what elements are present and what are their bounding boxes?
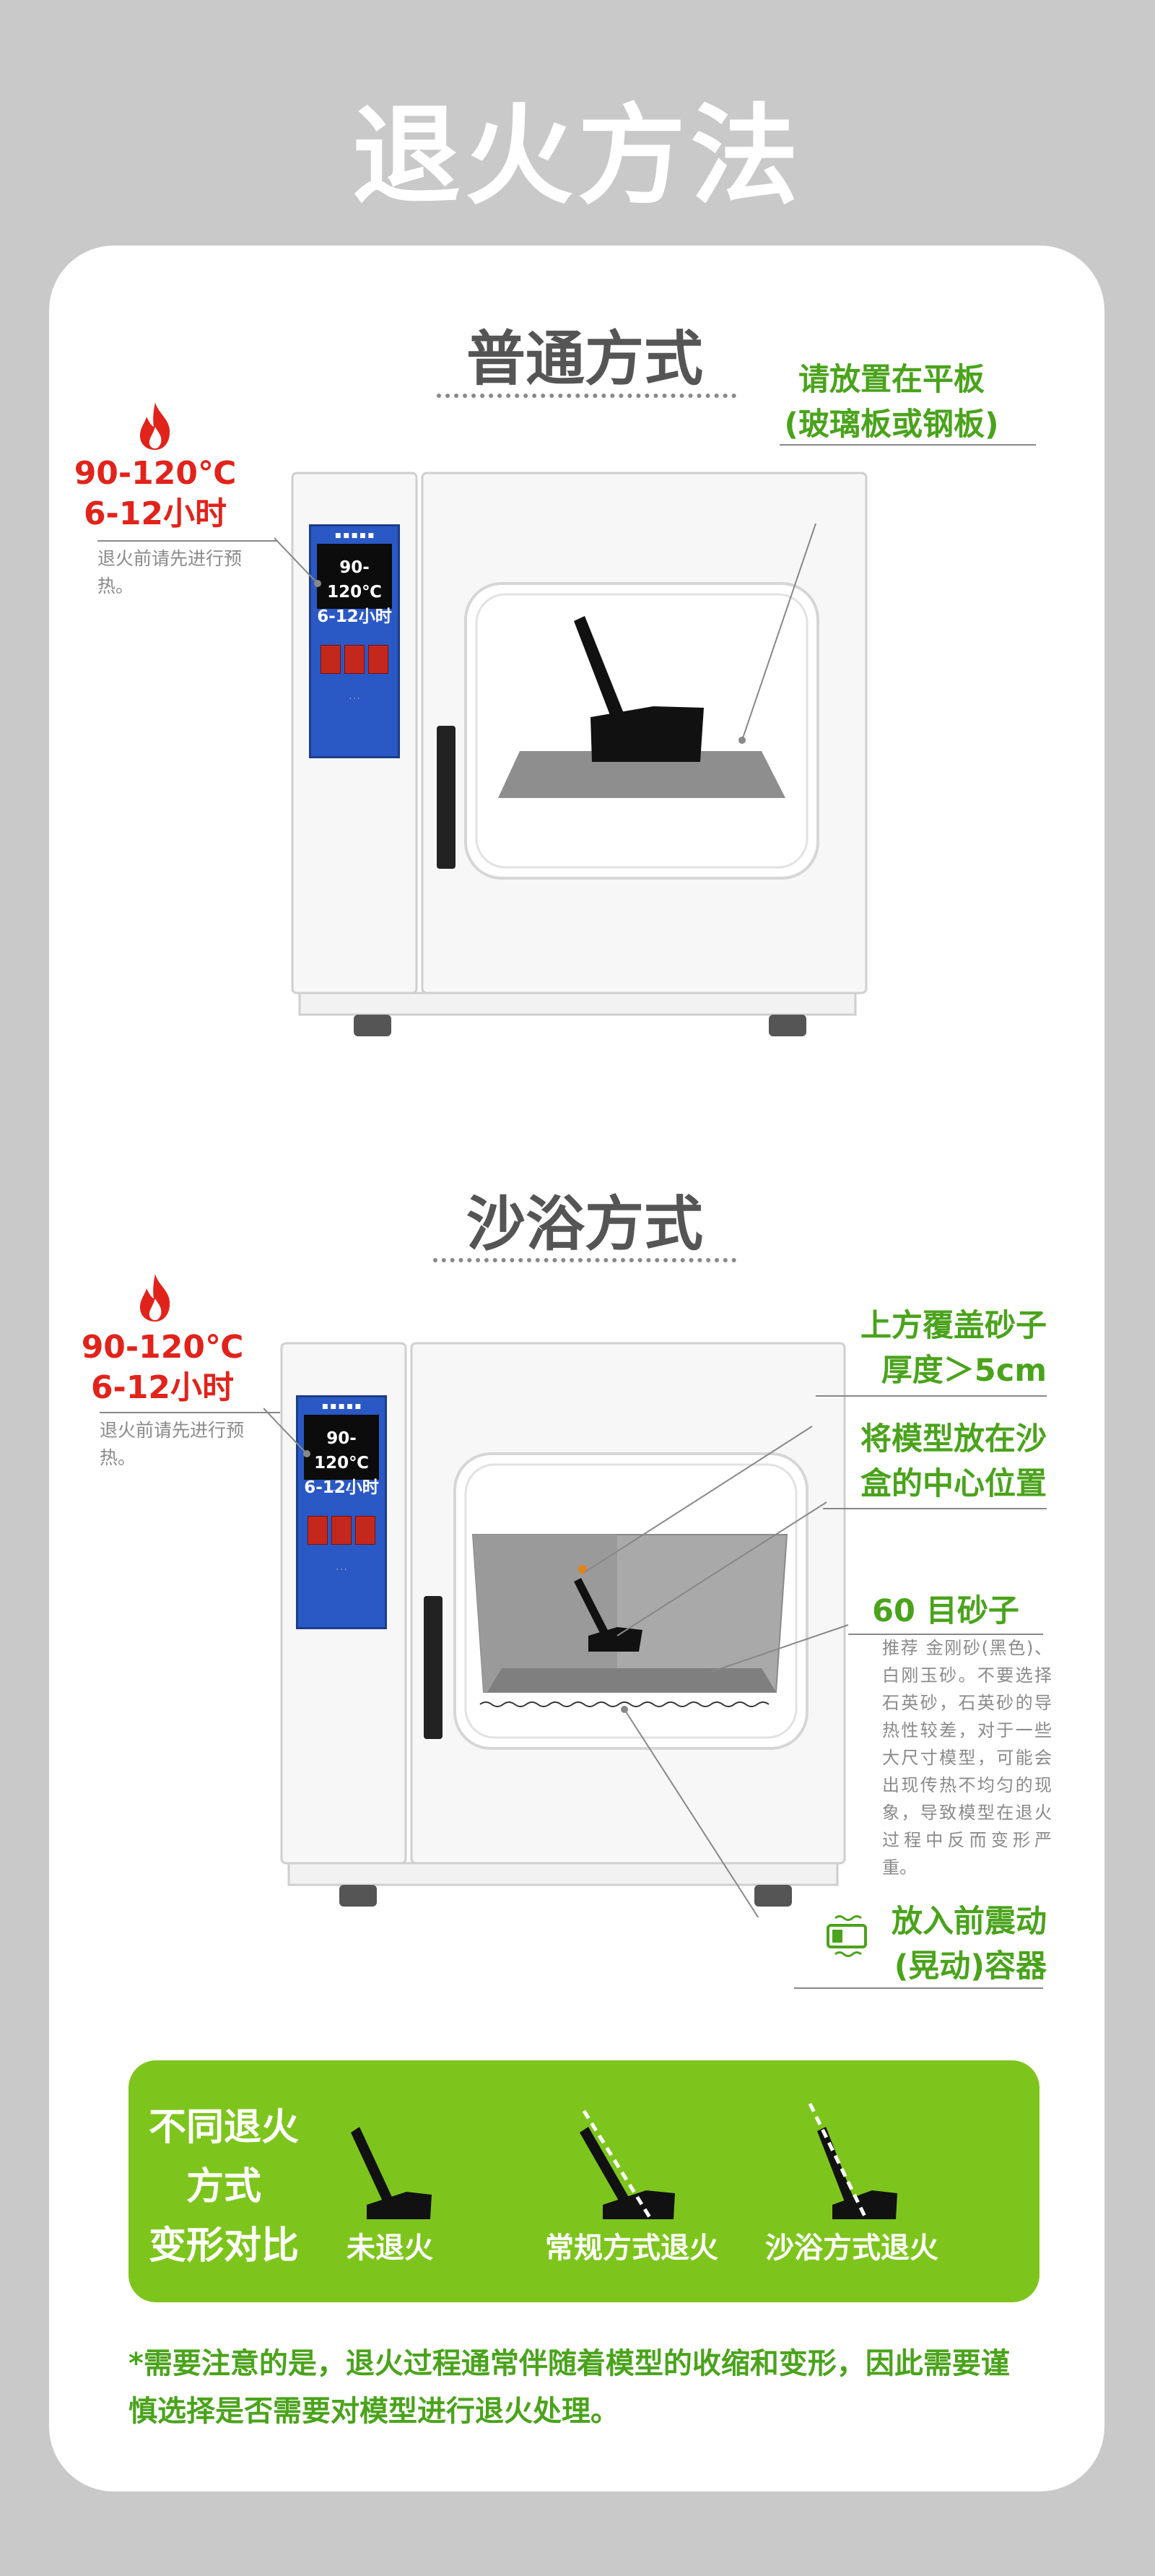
switch-captions: · · · xyxy=(336,1566,347,1574)
compare-title-line: 变形对比 xyxy=(148,2224,299,2268)
callout-line: 上方覆盖砂子 xyxy=(860,1308,1047,1344)
sand-recommendation-note: 推荐 金刚砂(黑色)、白刚玉砂。不要选择石英砂，石英砂的导热性较差，对于一些大尺… xyxy=(882,1638,1052,1878)
callout-sand-title: 60 目砂子 xyxy=(872,1593,1019,1629)
temp-text: 90-120℃ xyxy=(81,1329,244,1366)
speed-switch[interactable] xyxy=(331,1516,352,1545)
temp-text: 90-120℃ xyxy=(74,455,237,492)
temperature-display: 90-120℃ 6-12小时 xyxy=(304,1415,379,1497)
callout-underline xyxy=(780,444,1036,446)
callout-line: 请放置在平板 xyxy=(798,362,985,398)
callout-underline xyxy=(848,1634,1043,1635)
preheat-note: 退火前请先进行预热。 xyxy=(100,1420,245,1468)
oven-drying-box xyxy=(291,472,868,1036)
power-switch[interactable] xyxy=(307,1516,328,1545)
display-pointer-line xyxy=(274,537,321,587)
callout-line: (晃动)容器 xyxy=(894,1948,1047,1985)
page-title: 退火方法 xyxy=(352,94,803,220)
display-line: 6-12小时 xyxy=(317,607,392,626)
display-line: 6-12小时 xyxy=(304,1478,379,1497)
fire-icon xyxy=(139,1274,170,1322)
time-text: 6-12小时 xyxy=(90,1369,235,1406)
callout-center-model: 将模型放在沙 盒的中心位置 xyxy=(787,1417,1047,1506)
section-title-normal: 普通方式 xyxy=(466,325,703,394)
preheat-note: 退火前请先进行预热。 xyxy=(97,548,243,597)
callout-flat-plate: 请放置在平板 (玻璃板或钢板) xyxy=(751,357,1032,447)
divider xyxy=(100,1412,280,1413)
display-pointer-line xyxy=(263,1408,310,1457)
callout-line: (玻璃板或钢板) xyxy=(784,407,999,443)
display-line: 90-120℃ xyxy=(314,1429,369,1473)
section-underline xyxy=(437,394,736,398)
callout-line: 盒的中心位置 xyxy=(860,1466,1047,1502)
model-unannealed-icon xyxy=(351,2127,432,2219)
control-panel: ■ ■ ■ ■ ■ 90-120℃ 6-12小时 — — — · · · xyxy=(296,1395,387,1629)
temperature-display: 90-120℃ 6-12小时 xyxy=(317,544,392,626)
compare-title-line: 方式 xyxy=(186,2165,261,2208)
fire-icon xyxy=(139,402,170,450)
callout-underline xyxy=(816,1395,1047,1397)
callout-vibrate: 放入前震动 (晃动)容器 xyxy=(830,1899,1047,1989)
model-sand-anneal-icon xyxy=(808,2102,897,2221)
section-underline xyxy=(433,1258,736,1262)
panel-caption: — — — xyxy=(329,1487,354,1494)
callout-line: 将模型放在沙 xyxy=(860,1421,1047,1457)
callout-line: 厚度＞5cm xyxy=(881,1353,1047,1389)
speed-switch[interactable] xyxy=(344,645,365,674)
vibration-icon xyxy=(827,1915,867,1957)
fan-switch[interactable] xyxy=(355,1516,376,1545)
power-switch[interactable] xyxy=(320,645,341,674)
divider xyxy=(97,540,278,542)
panel-brand: ■ ■ ■ ■ ■ xyxy=(335,532,374,539)
model-normal-anneal-icon xyxy=(580,2109,675,2222)
panel-caption: — — — xyxy=(342,616,367,623)
control-panel: ■ ■ ■ ■ ■ 90-120℃ 6-12小时 — — — · · · xyxy=(309,524,400,758)
callout-cover-sand: 上方覆盖砂子 厚度＞5cm xyxy=(787,1304,1047,1393)
switch-captions: · · · xyxy=(349,695,360,703)
callout-underline xyxy=(794,1987,1043,1989)
deformation-compare-panel xyxy=(128,2060,1040,2302)
callout-line: 放入前震动 xyxy=(892,1904,1047,1940)
time-text: 6-12小时 xyxy=(83,495,227,532)
compare-label: 常规方式退火 xyxy=(545,2232,718,2265)
section-title-sand: 沙浴方式 xyxy=(466,1190,703,1259)
fan-switch[interactable] xyxy=(368,645,389,674)
panel-brand: ■ ■ ■ ■ ■ xyxy=(322,1403,361,1410)
callout-underline xyxy=(823,1508,1047,1509)
footnote: *需要注意的是，退火过程通常伴随着模型的收缩和变形，因此需要谨慎选择是否需要对模… xyxy=(128,2347,1010,2428)
compare-title: 不同退火 方式 变形对比 xyxy=(141,2098,307,2276)
compare-label: 沙浴方式退火 xyxy=(765,2232,938,2265)
compare-title-line: 不同退火 xyxy=(148,2106,299,2149)
compare-label: 未退火 xyxy=(346,2232,433,2265)
display-line: 90-120℃ xyxy=(327,558,382,602)
